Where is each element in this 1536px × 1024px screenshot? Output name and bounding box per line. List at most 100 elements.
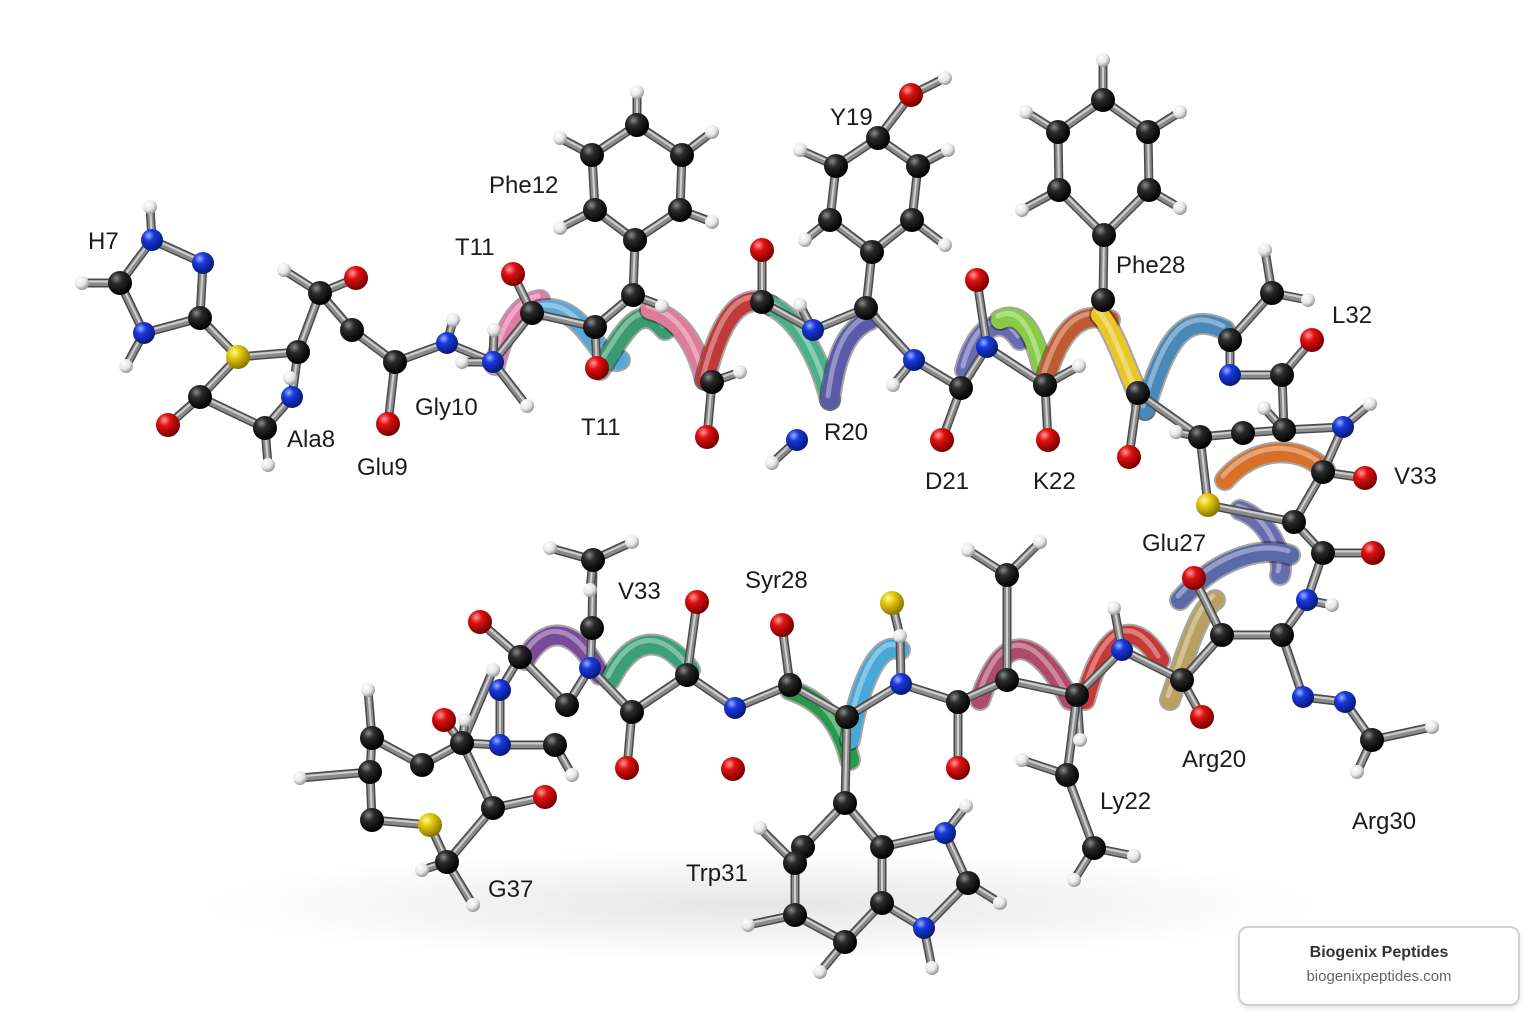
label-trp31: Trp31 xyxy=(686,860,748,887)
oxygen-atom xyxy=(615,756,639,780)
carbon-atom xyxy=(481,796,505,820)
carbon-atom xyxy=(580,616,604,640)
nitrogen-atom xyxy=(786,429,808,451)
hydrogen-atom xyxy=(543,541,557,555)
oxygen-atom xyxy=(930,428,954,452)
sulfur-atom xyxy=(880,591,904,615)
oxygen-atom xyxy=(685,590,709,614)
hydrogen-atom xyxy=(277,263,291,277)
hydrogen-atom xyxy=(1019,105,1033,119)
carbon-atom xyxy=(900,208,924,232)
carbon-atom xyxy=(383,350,407,374)
carbon-atom xyxy=(1260,281,1284,305)
nitrogen-atom xyxy=(192,252,214,274)
carbon-atom xyxy=(668,198,692,222)
hydrogen-atom xyxy=(1096,53,1110,67)
carbon-atom xyxy=(358,760,382,784)
oxygen-atom xyxy=(1182,566,1206,590)
label-ala8: Ala8 xyxy=(287,426,336,453)
hydrogen-atom xyxy=(75,276,89,290)
watermark-brand: Biogenix Peptides xyxy=(1309,944,1449,961)
nitrogen-atom xyxy=(903,349,925,371)
hydrogen-atom xyxy=(741,918,755,932)
carbon-atom xyxy=(621,283,645,307)
hydrogen-atom xyxy=(1067,873,1081,887)
watermark-card: Biogenix Peptides biogenixpeptides.com xyxy=(1238,926,1520,1006)
floor-shadow xyxy=(200,850,1320,960)
oxygen-atom xyxy=(432,708,456,732)
ribbon-segment xyxy=(971,640,1079,709)
label-glu9: Glu9 xyxy=(357,454,408,481)
hydrogen-atom xyxy=(1072,359,1086,373)
hydrogen-atom xyxy=(959,799,973,813)
hydrogen-atom xyxy=(458,713,472,727)
hydrogen-atom xyxy=(1173,105,1187,119)
carbon-atom xyxy=(308,281,332,305)
hydrogen-atom xyxy=(893,629,907,643)
label-gly10: Gly10 xyxy=(415,394,478,421)
hydrogen-atom xyxy=(798,233,812,247)
bond-highlight xyxy=(844,714,848,803)
carbon-atom xyxy=(783,851,807,875)
nitrogen-atom xyxy=(141,229,163,251)
nitrogen-atom xyxy=(1332,416,1354,438)
hydrogen-atom xyxy=(520,399,534,413)
carbon-atom xyxy=(860,240,884,264)
label-phe28: Phe28 xyxy=(1116,252,1186,279)
carbon-atom xyxy=(1311,460,1335,484)
label-g37: G37 xyxy=(488,876,534,903)
hydrogen-atom xyxy=(925,961,939,975)
oxygen-atom xyxy=(1300,328,1324,352)
carbon-atom xyxy=(1092,223,1116,247)
oxygen-atom xyxy=(946,756,970,780)
carbon-atom xyxy=(450,731,474,755)
bonds xyxy=(77,55,1437,977)
hydrogen-atom xyxy=(753,821,767,835)
nitrogen-atom xyxy=(579,657,601,679)
carbon-atom xyxy=(750,290,774,314)
carbon-atom xyxy=(360,726,384,750)
ribbon-segment xyxy=(591,308,674,379)
carbon-atom xyxy=(700,370,724,394)
carbon-atom xyxy=(360,808,384,832)
label-t11-bottom: T11 xyxy=(581,414,621,441)
sulfur-atom xyxy=(1196,493,1220,517)
hydrogen-atom xyxy=(765,456,779,470)
hydrogen-atom xyxy=(625,535,639,549)
carbon-atom xyxy=(946,690,970,714)
carbon-atom xyxy=(675,663,699,687)
carbon-atom xyxy=(866,126,890,150)
hydrogen-atom xyxy=(793,143,807,157)
carbon-atom xyxy=(620,700,644,724)
bond-highlight xyxy=(1207,502,1295,522)
hydrogen-atom xyxy=(293,771,307,785)
carbon-atom xyxy=(778,673,802,697)
nitrogen-atom xyxy=(489,734,511,756)
carbon-atom xyxy=(1065,683,1089,707)
oxygen-atom xyxy=(376,412,400,436)
atoms xyxy=(75,53,1439,979)
hydrogen-atom xyxy=(1015,753,1029,767)
hydrogen-atom xyxy=(143,200,157,214)
label-v33-right: V33 xyxy=(1394,463,1437,490)
sulfur-atom xyxy=(226,345,250,369)
oxygen-atom xyxy=(501,262,525,286)
hydrogen-atom xyxy=(938,238,952,252)
carbon-atom xyxy=(1137,178,1161,202)
nitrogen-atom xyxy=(1296,589,1318,611)
carbon-atom xyxy=(870,835,894,859)
oxygen-atom xyxy=(770,613,794,637)
label-phe12: Phe12 xyxy=(489,172,559,199)
ribbon-highlight xyxy=(605,638,691,679)
hydrogen-atom xyxy=(1350,765,1364,779)
carbon-atom xyxy=(1047,178,1071,202)
hydrogen-atom xyxy=(446,313,460,327)
carbon-atom xyxy=(410,753,434,777)
label-k22: K22 xyxy=(1033,468,1076,495)
carbon-atom xyxy=(286,340,310,364)
hydrogen-atom xyxy=(993,896,1007,910)
hydrogen-atom xyxy=(1015,203,1029,217)
carbon-atom xyxy=(1272,418,1296,442)
hydrogen-atom xyxy=(655,299,669,313)
oxygen-atom xyxy=(1361,541,1385,565)
